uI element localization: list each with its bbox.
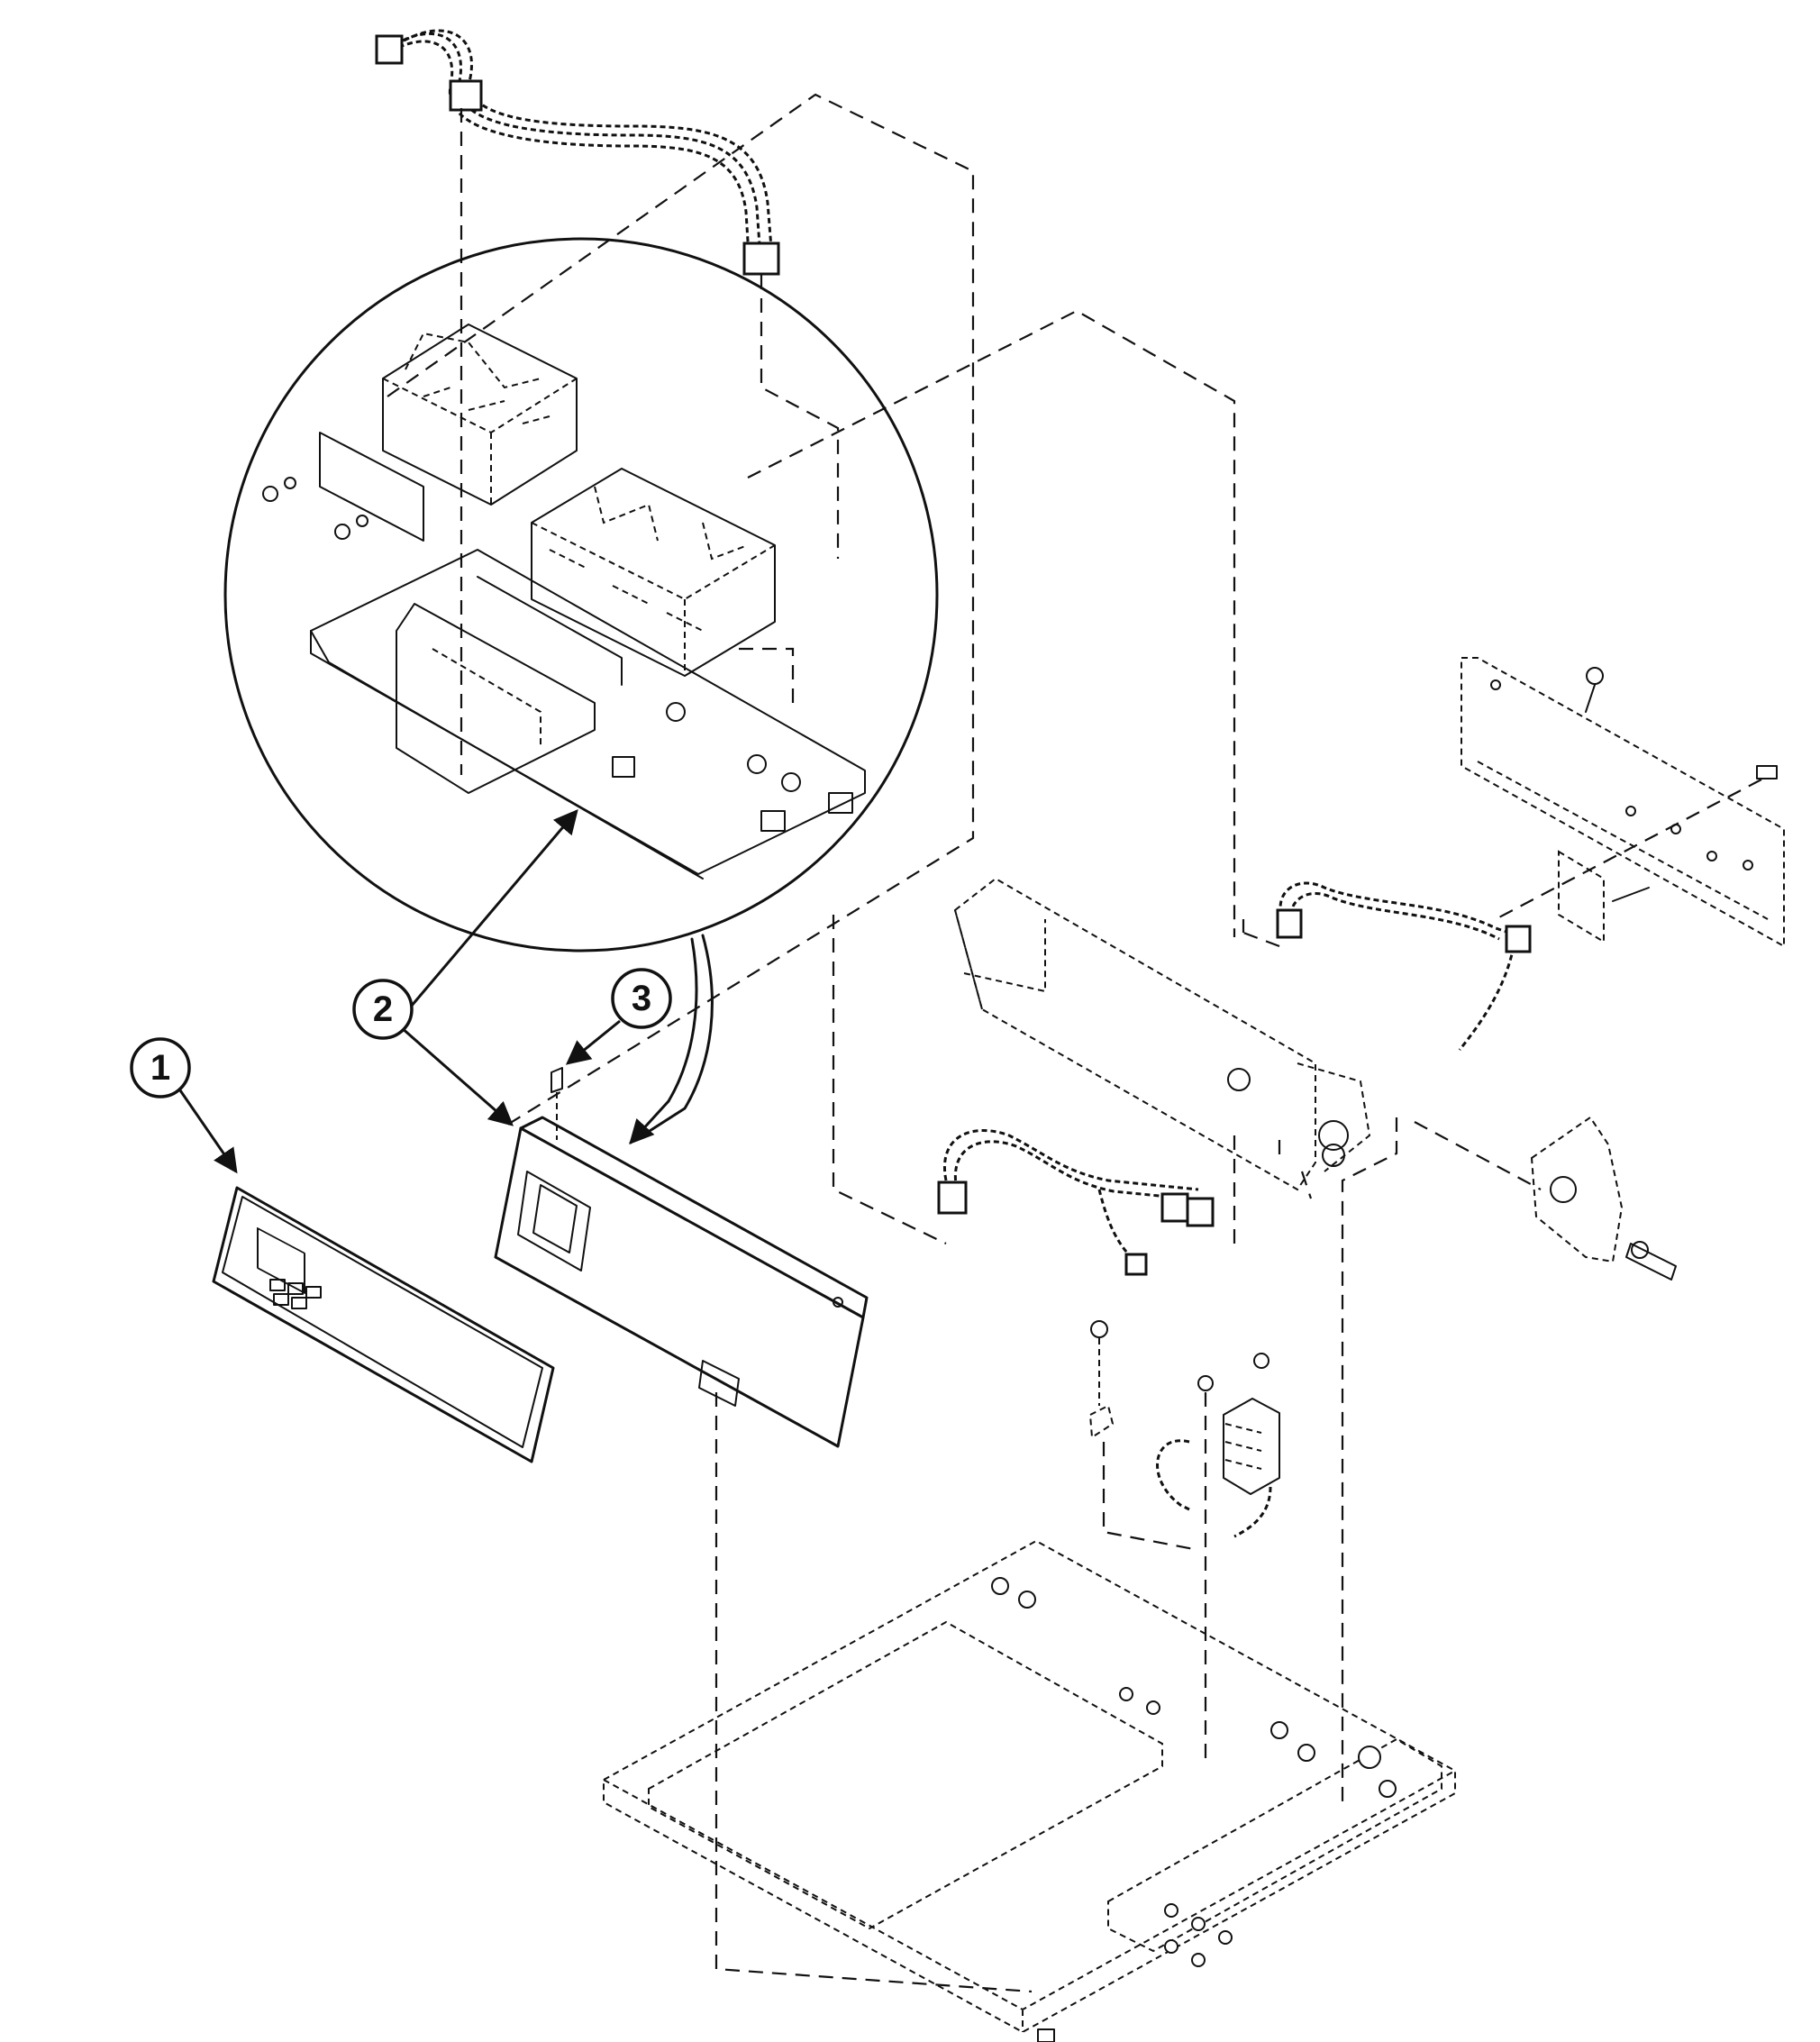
right-wire-harness <box>1276 850 1650 1051</box>
console-tray <box>310 549 866 880</box>
harness-guide-lines <box>460 108 840 775</box>
back-panel <box>1461 657 1785 948</box>
overlay-part <box>212 1186 555 1463</box>
callout-1-number: 1 <box>150 1048 170 1088</box>
dashed-outline-upper <box>387 93 975 1127</box>
base-plate <box>603 1539 1456 2042</box>
control-panel-part <box>494 1116 869 1448</box>
control-board <box>531 468 776 677</box>
detail-tail <box>638 934 714 1139</box>
callout-2-leader-lower <box>400 1026 514 1126</box>
terminal-block <box>1088 1320 1280 1538</box>
callout-2-leader-upper <box>399 808 578 1019</box>
callout-1-leader <box>178 1089 238 1174</box>
harness-connector-left <box>449 79 483 112</box>
callout-2-number: 2 <box>373 989 393 1029</box>
detail-arrow <box>629 1099 670 1144</box>
harness-plug-end <box>375 34 404 65</box>
console-backguard <box>953 877 1371 1199</box>
dashed-outline-middle <box>747 309 1236 937</box>
screw-part <box>551 1067 563 1140</box>
relay-board <box>382 324 578 506</box>
callout-1: 1 <box>130 1037 238 1174</box>
callout-3-leader <box>565 1019 621 1065</box>
harness-connector-right <box>742 242 780 276</box>
callout-2: 2 <box>352 979 514 1126</box>
callout-3: 3 <box>565 968 672 1065</box>
detail-circle <box>223 237 939 953</box>
pulley-bracket <box>1530 1116 1677 1281</box>
top-wire-harness <box>375 29 780 276</box>
dashed-outline-lower <box>832 915 1398 1802</box>
panel-drop-line <box>714 1392 1033 1993</box>
middle-wire-harness <box>937 1128 1215 1276</box>
detail-magnifier <box>223 237 939 1144</box>
callout-3-number: 3 <box>632 979 651 1018</box>
small-bracket <box>262 432 424 542</box>
